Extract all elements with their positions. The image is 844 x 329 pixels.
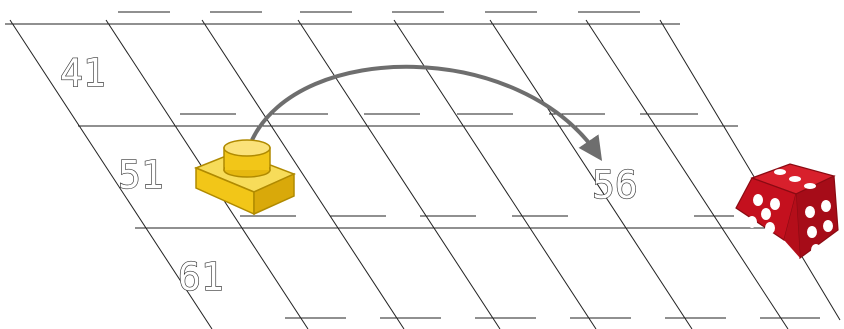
- grid-column-line: [201, 19, 405, 329]
- grid-column-line: [489, 19, 693, 329]
- answer-blanks: [118, 11, 820, 319]
- grid-column-line: [585, 19, 789, 329]
- grid-column-line: [297, 19, 501, 329]
- red-die-icon: [735, 163, 839, 260]
- grid-column-line: [659, 19, 841, 321]
- cell-label-41: 41: [60, 51, 106, 95]
- grid-column-line: [393, 19, 597, 329]
- cell-label-61: 61: [178, 255, 224, 299]
- grid-column-line: [9, 19, 213, 329]
- cell-label-56: 56: [592, 163, 638, 207]
- horizontal-grid-lines: [5, 23, 790, 229]
- cell-labels: 41 51 61 56: [59, 50, 638, 299]
- curved-arrow-icon: [250, 64, 603, 161]
- yellow-game-piece-icon: [194, 139, 296, 216]
- cell-label-51: 51: [118, 153, 164, 197]
